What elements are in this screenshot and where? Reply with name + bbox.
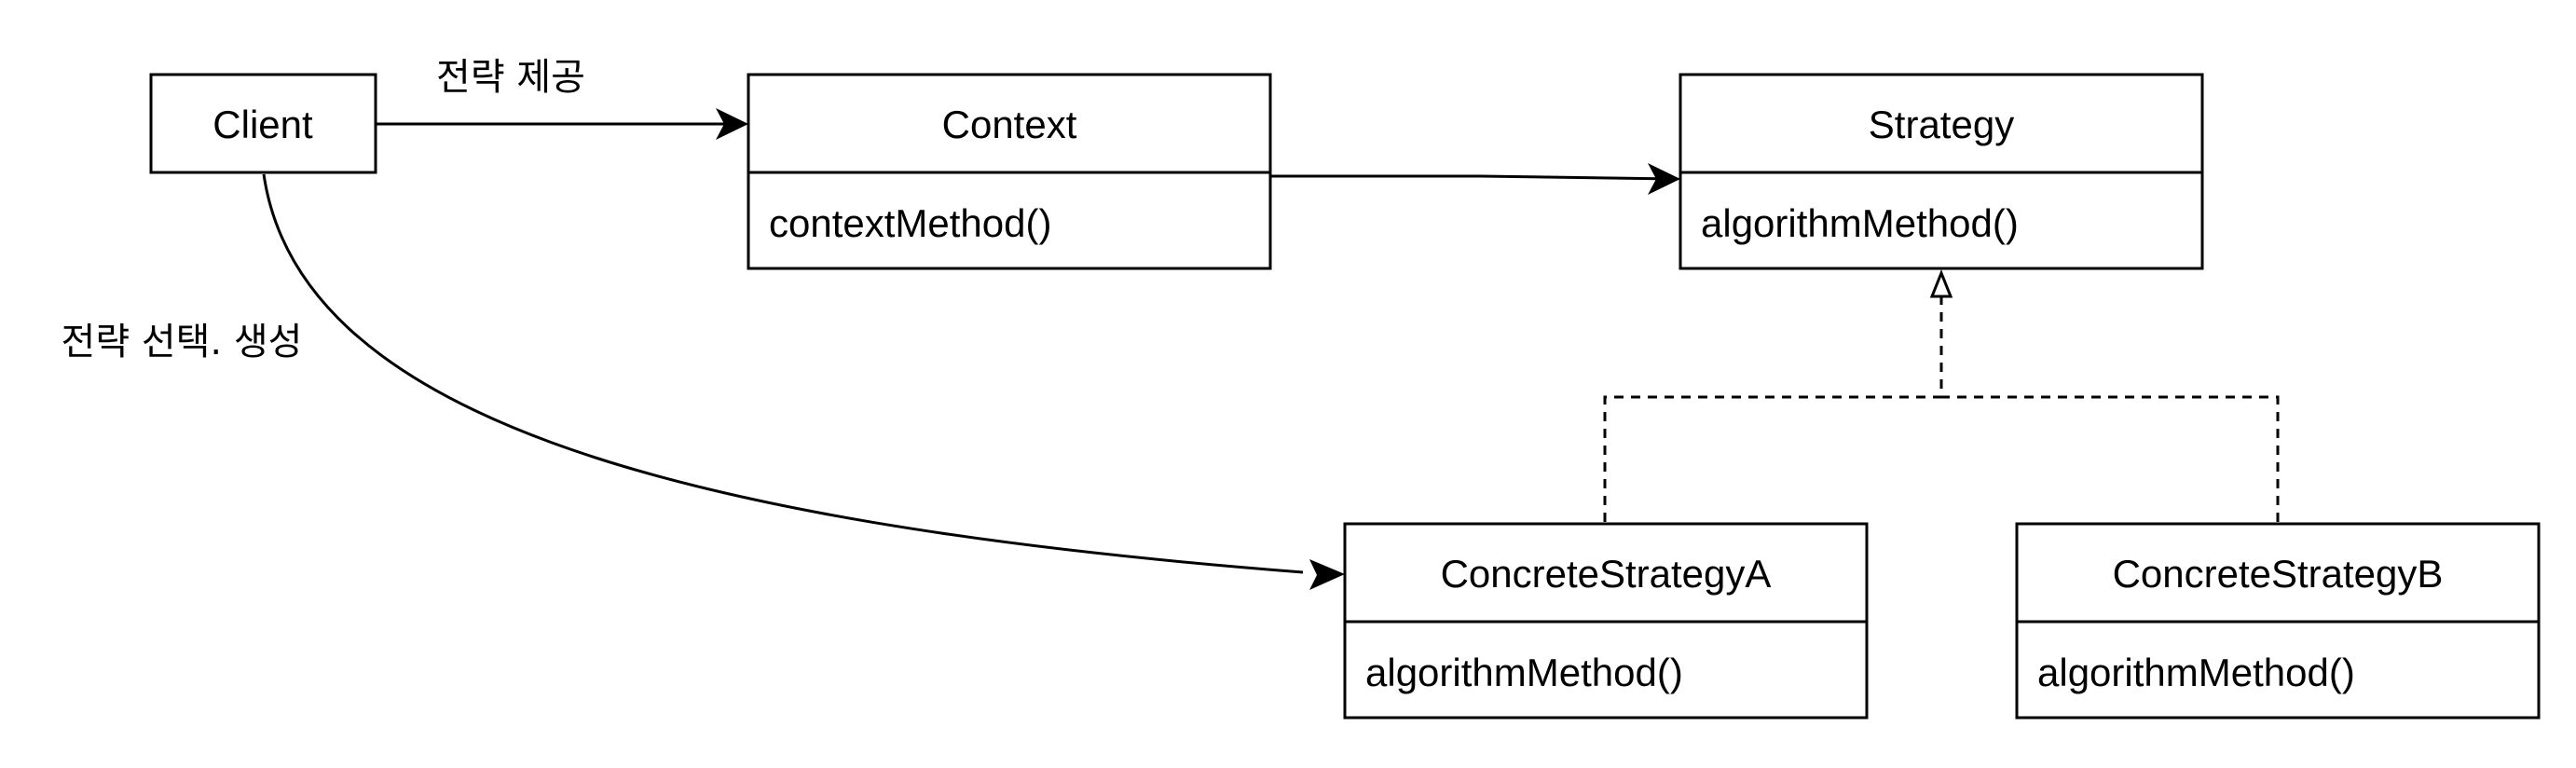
edge-client-to-concrete-a <box>262 173 1304 574</box>
arrowhead-client-to-context <box>716 108 748 140</box>
class-concrete-b-name: ConcreteStrategyB <box>2113 552 2444 596</box>
edge-concrete-a-realizes-strategy <box>1603 296 1943 522</box>
class-strategy[interactable]: Strategy algorithmMethod() <box>1679 73 2204 270</box>
class-concrete-strategy-b[interactable]: ConcreteStrategyB algorithmMethod() <box>2015 522 2541 720</box>
class-concrete-b-method: algorithmMethod() <box>2037 651 2355 694</box>
label-provide-strategy: 전략 제공 <box>436 56 585 99</box>
arrowhead-context-to-strategy <box>1648 163 1680 195</box>
edges <box>262 108 2280 590</box>
class-client-box <box>149 73 377 174</box>
realization-triangle-head <box>1929 268 1953 298</box>
class-strategy-method: algorithmMethod() <box>1701 201 2019 245</box>
class-client-name: Client <box>212 103 313 146</box>
class-concrete-a-method: algorithmMethod() <box>1365 651 1683 694</box>
edge-context-to-strategy <box>1270 174 1676 181</box>
class-concrete-strategy-a[interactable]: ConcreteStrategyA algorithmMethod() <box>1343 522 1869 720</box>
class-context-method: contextMethod() <box>769 201 1051 245</box>
class-client[interactable]: Client <box>149 73 377 174</box>
class-context[interactable]: Context contextMethod() <box>747 73 1272 270</box>
arrowhead-client-to-concrete-a <box>1309 559 1345 590</box>
class-strategy-name: Strategy <box>1869 103 2014 146</box>
edge-concrete-b-realizes-strategy <box>1941 395 2280 522</box>
class-concrete-a-name: ConcreteStrategyA <box>1441 552 1772 596</box>
class-context-name: Context <box>942 103 1077 146</box>
label-select-create-strategy: 전략 선택. 생성 <box>62 321 303 363</box>
